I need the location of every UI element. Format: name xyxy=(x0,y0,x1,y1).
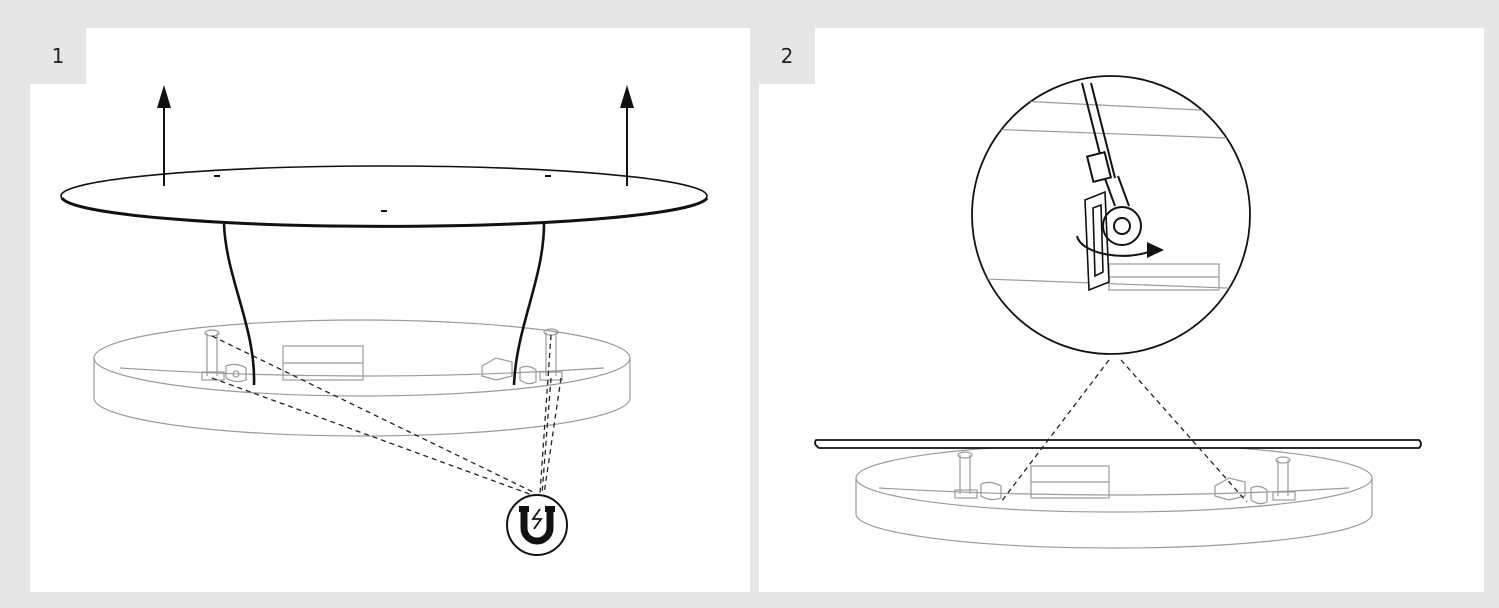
step-1-illustration xyxy=(60,85,709,556)
magnet-post-right xyxy=(1214,456,1296,505)
magnet-post-left xyxy=(954,451,1002,501)
magnet-post-left xyxy=(201,329,247,383)
detail-guide-lines xyxy=(1000,359,1248,503)
step-1-panel: 1 xyxy=(30,28,750,592)
cover-plate-edge xyxy=(814,439,1422,449)
lift-arrow-left xyxy=(157,85,171,186)
magnet-guide-lines xyxy=(211,334,562,497)
lifted-cover-disc xyxy=(60,165,709,228)
step-number-badge: 1 xyxy=(30,28,86,84)
step-2-illustration xyxy=(814,75,1422,549)
magnet-icon xyxy=(506,494,568,556)
step-2-panel: 2 xyxy=(759,28,1484,592)
lift-arrow-right xyxy=(620,85,634,186)
connection-wires xyxy=(222,223,546,386)
step-number-badge: 2 xyxy=(759,28,815,84)
ring-terminal xyxy=(1081,82,1142,246)
detail-magnifier xyxy=(971,75,1251,355)
light-base-housing xyxy=(855,443,1373,549)
light-base-housing xyxy=(93,319,631,437)
wire-connector xyxy=(1084,190,1110,292)
rotate-arrow xyxy=(1076,235,1164,258)
